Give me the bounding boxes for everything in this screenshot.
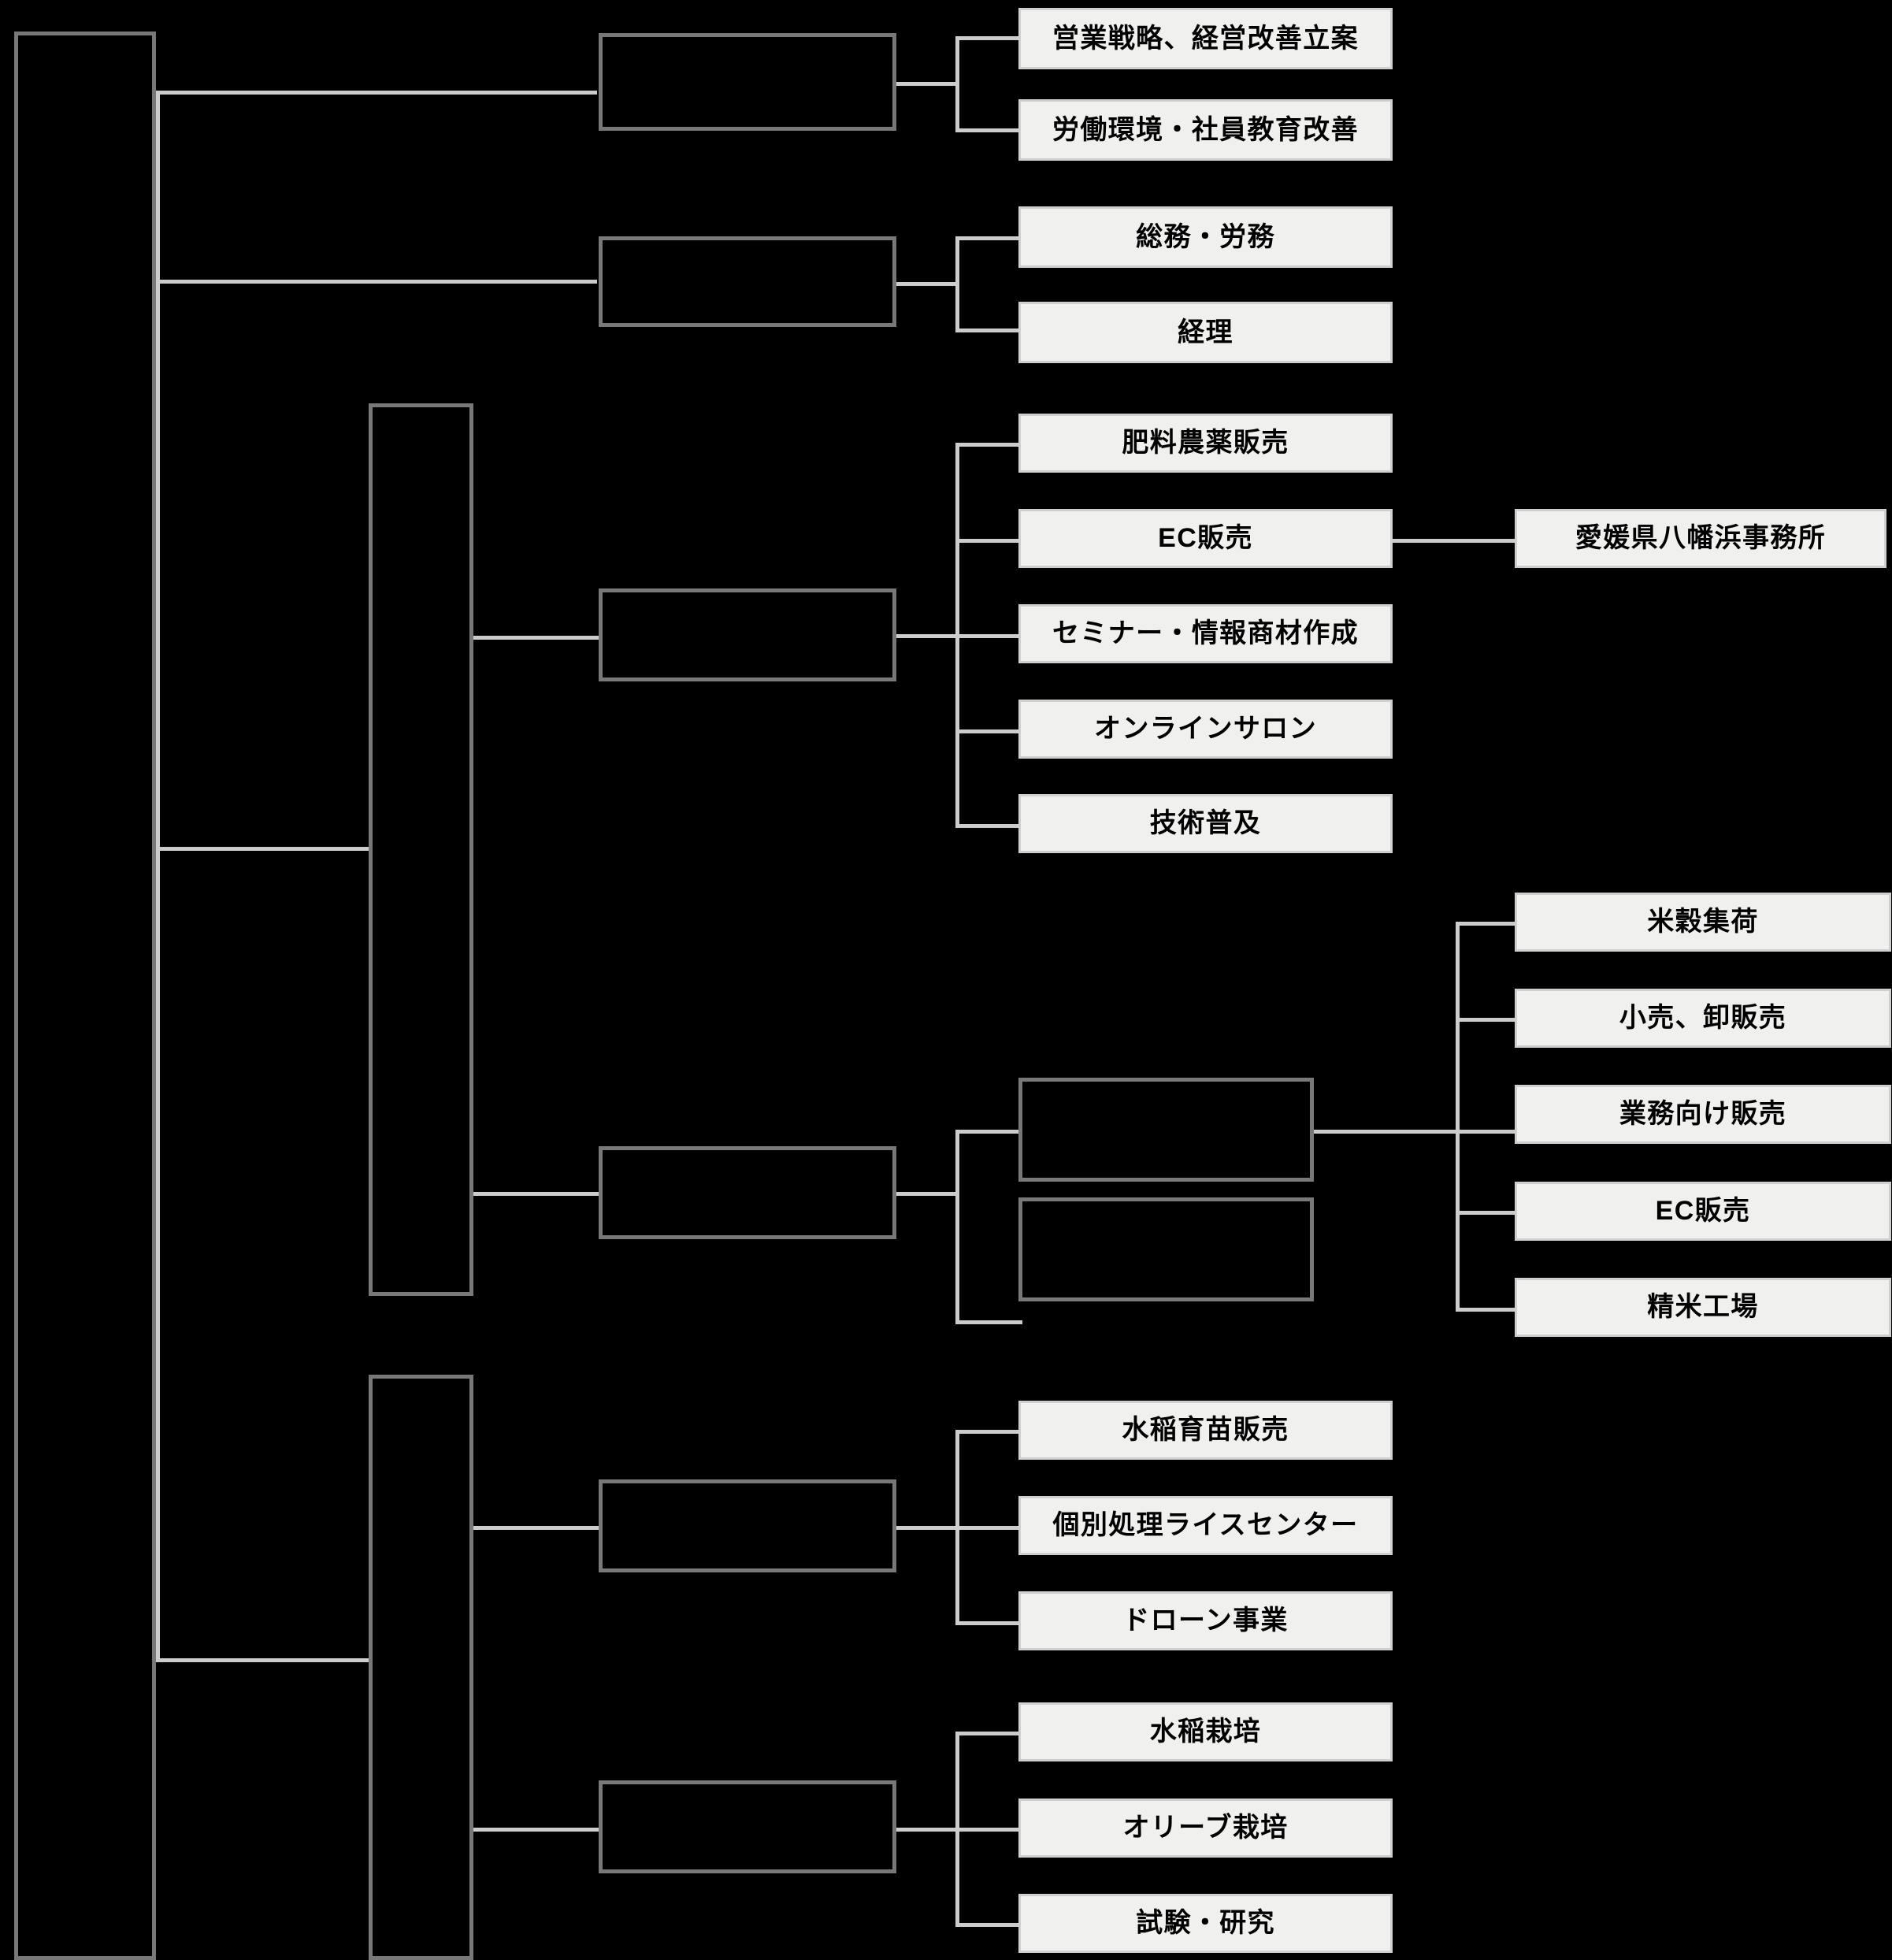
connector-rice-leaf-3 (1456, 1130, 1519, 1134)
leaf-tech-spread[interactable]: 技術普及 (1018, 794, 1393, 853)
connector-mgmt-out (896, 82, 959, 86)
leaf-fertilizer[interactable]: 肥料農薬販売 (1018, 414, 1393, 473)
level3-node-rice-lower[interactable] (1018, 1197, 1314, 1301)
leaf-seedling-sales[interactable]: 水稲育苗販売 (1018, 1401, 1393, 1460)
connector-mgmt-leaf-1 (955, 36, 1022, 40)
connector-rice-leaf-1 (1456, 922, 1519, 926)
leaf-fertilizer-label: 肥料農薬販売 (1122, 428, 1289, 458)
connector-l1-d (156, 1658, 369, 1662)
connector-agri-leaf-1 (955, 443, 1022, 447)
leaf-drone-label: ドローン事業 (1122, 1605, 1289, 1636)
connector-admin-spine (955, 236, 959, 331)
connector-mgmt-spine (955, 36, 959, 131)
leaf-ec-sales-1[interactable]: EC販売 (1018, 509, 1393, 568)
level2-node-rice-trade[interactable] (599, 1146, 896, 1239)
connector-agri-leaf-3 (955, 634, 1022, 638)
level1-node-d[interactable] (369, 1375, 473, 1960)
connector-rice-upper (955, 1130, 1022, 1134)
connector-agri-leaf-4 (955, 729, 1022, 733)
connector-cultivation-leaf-3 (955, 1923, 1022, 1927)
leaf-yawatahama-office-label: 愛媛県八幡浜事務所 (1575, 523, 1827, 554)
connector-admin-out (896, 282, 959, 286)
connector-agri-out (896, 634, 959, 638)
leaf-work-env[interactable]: 労働環境・社員教育改善 (1018, 99, 1393, 161)
connector-nursery-leaf-1 (955, 1430, 1022, 1434)
connector-rice-upper-out (1314, 1130, 1460, 1134)
connector-l1-a (156, 91, 597, 95)
connector-l1c-to-l2-rice (473, 1192, 599, 1196)
leaf-grain-collection-label: 米穀集荷 (1647, 907, 1759, 937)
connector-cultivation-leaf-1 (955, 1732, 1022, 1735)
connector-rice-out (896, 1192, 959, 1196)
leaf-tech-spread-label: 技術普及 (1149, 808, 1262, 839)
connector-cultivation-leaf-2 (955, 1828, 1022, 1832)
leaf-accounting-label: 経理 (1178, 317, 1234, 347)
leaf-general-affairs-label: 総務・労務 (1136, 221, 1275, 252)
level2-node-cultivation[interactable] (599, 1780, 896, 1873)
leaf-ec-sales-1-label: EC販売 (1158, 523, 1253, 554)
leaf-olive-cultivation-label: オリーブ栽培 (1122, 1813, 1289, 1843)
leaf-research[interactable]: 試験・研究 (1018, 1894, 1393, 1953)
level3-node-rice-upper[interactable] (1018, 1078, 1314, 1182)
connector-cultivation-out (896, 1828, 959, 1832)
leaf-business-sales[interactable]: 業務向け販売 (1515, 1085, 1891, 1144)
leaf-accounting[interactable]: 経理 (1018, 302, 1393, 363)
level2-node-nursery[interactable] (599, 1479, 896, 1572)
leaf-grain-collection[interactable]: 米穀集荷 (1515, 893, 1891, 952)
leaf-seminar[interactable]: セミナー・情報商材作成 (1018, 604, 1393, 663)
leaf-ec-sales-2[interactable]: EC販売 (1515, 1182, 1891, 1241)
root-node[interactable] (14, 32, 156, 1960)
connector-agri-leaf-2 (955, 539, 1022, 543)
connector-nursery-out (896, 1526, 959, 1530)
connector-l1-b (156, 280, 597, 284)
connector-rice-leaf-5 (1456, 1308, 1519, 1312)
connector-rice-leaves-spine (1456, 922, 1460, 1312)
leaf-work-env-label: 労働環境・社員教育改善 (1052, 114, 1359, 145)
leaf-seedling-sales-label: 水稲育苗販売 (1122, 1415, 1289, 1446)
connector-rice-leaf-4 (1456, 1211, 1519, 1215)
connector-mgmt-leaf-2 (955, 128, 1022, 132)
leaf-sales-strategy-label: 営業戦略、経営改善立案 (1052, 23, 1359, 54)
leaf-rice-center[interactable]: 個別処理ライスセンター (1018, 1496, 1393, 1555)
connector-l1d-to-l2-cultivation (473, 1828, 599, 1832)
level1-node-c[interactable] (369, 403, 473, 1296)
leaf-general-affairs[interactable]: 総務・労務 (1018, 206, 1393, 268)
leaf-olive-cultivation[interactable]: オリーブ栽培 (1018, 1799, 1393, 1858)
leaf-business-sales-label: 業務向け販売 (1619, 1099, 1787, 1130)
level2-node-admin[interactable] (599, 236, 896, 327)
leaf-retail-wholesale[interactable]: 小売、卸販売 (1515, 989, 1891, 1048)
connector-l1d-to-l2-nursery (473, 1526, 599, 1530)
connector-l1-c (156, 847, 369, 851)
connector-nursery-leaf-3 (955, 1621, 1022, 1625)
level2-node-agri-supply[interactable] (599, 588, 896, 681)
leaf-ec-sales-2-label: EC販売 (1655, 1196, 1751, 1227)
connector-rice-leaf-2 (1456, 1018, 1519, 1022)
leaf-online-salon[interactable]: オンラインサロン (1018, 700, 1393, 759)
leaf-rice-center-label: 個別処理ライスセンター (1052, 1510, 1359, 1541)
leaf-rice-mill[interactable]: 精米工場 (1515, 1278, 1891, 1337)
leaf-online-salon-label: オンラインサロン (1094, 714, 1317, 744)
leaf-research-label: 試験・研究 (1136, 1908, 1275, 1939)
leaf-paddy-cultivation[interactable]: 水稲栽培 (1018, 1702, 1393, 1761)
leaf-paddy-cultivation-label: 水稲栽培 (1149, 1717, 1262, 1747)
leaf-seminar-label: セミナー・情報商材作成 (1052, 618, 1359, 649)
connector-agri-leaf-5 (955, 824, 1022, 828)
leaf-yawatahama-office[interactable]: 愛媛県八幡浜事務所 (1515, 509, 1886, 568)
leaf-drone[interactable]: ドローン事業 (1018, 1591, 1393, 1650)
connector-nursery-leaf-2 (955, 1526, 1022, 1530)
connector-l1c-to-l2-agri (473, 636, 599, 640)
connector-root-trunk (156, 91, 160, 1658)
connector-admin-leaf-1 (955, 236, 1022, 240)
leaf-retail-wholesale-label: 小売、卸販売 (1619, 1003, 1787, 1034)
connector-admin-leaf-2 (955, 329, 1022, 332)
level2-node-management[interactable] (599, 33, 896, 131)
connector-rice-spine (955, 1130, 959, 1323)
leaf-rice-mill-label: 精米工場 (1647, 1292, 1759, 1323)
connector-rice-lower (955, 1320, 1022, 1324)
connector-ec-to-office (1393, 539, 1515, 543)
leaf-sales-strategy[interactable]: 営業戦略、経営改善立案 (1018, 8, 1393, 69)
